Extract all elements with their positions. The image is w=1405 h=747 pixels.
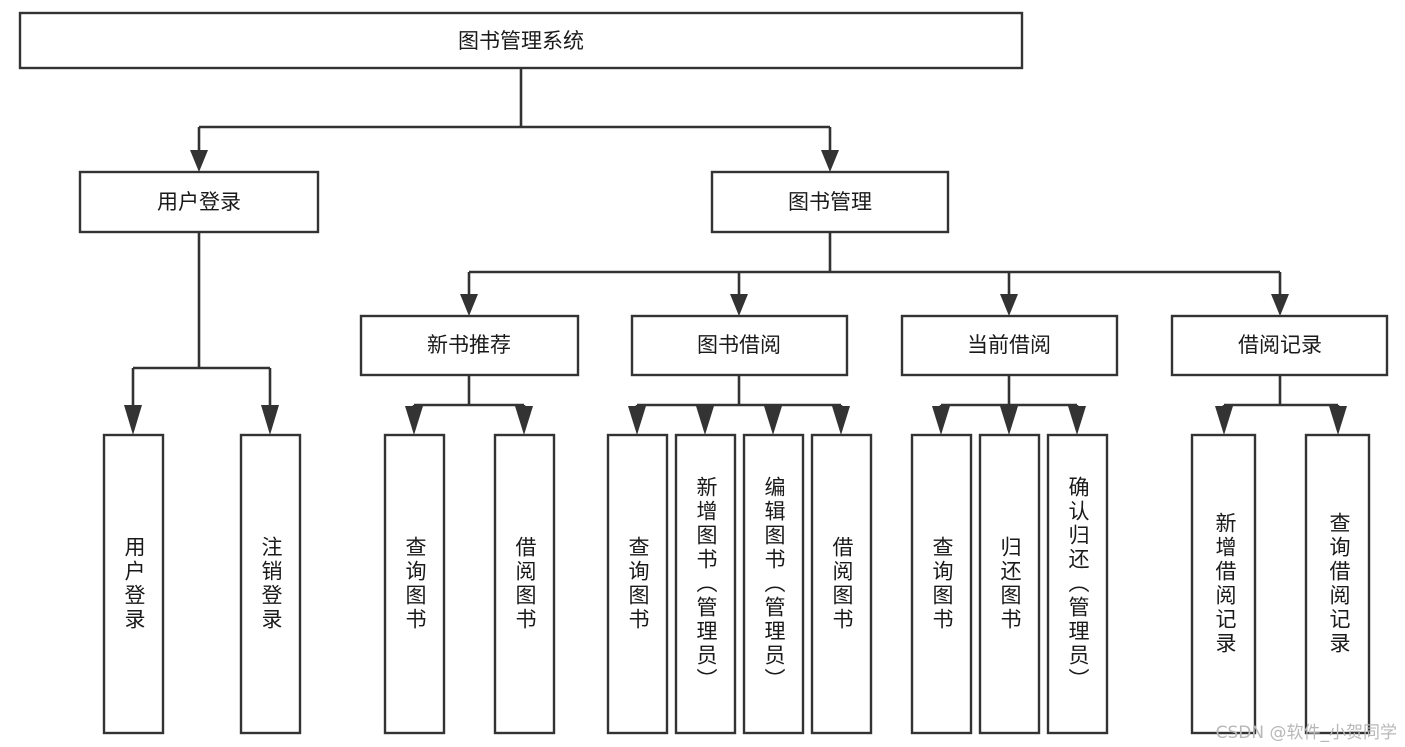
node-leaf-query-borrow-record-label: 查询借阅记录 <box>1327 512 1351 656</box>
node-new-book-recommend[interactable]: 新书推荐 <box>359 314 580 377</box>
node-leaf-query-book-1-label: 查询图书 <box>403 536 427 632</box>
node-leaf-return-book[interactable]: 归还图书 <box>978 433 1041 735</box>
node-root-label: 图书管理系统 <box>458 29 584 53</box>
arrowhead-leaf-return-book <box>1000 406 1018 435</box>
node-leaf-add-book-admin-box[interactable] <box>674 433 737 735</box>
node-user-login-label: 用户登录 <box>157 190 241 214</box>
node-leaf-add-borrow-record-label: 新增借阅记录 <box>1213 512 1237 656</box>
arrowhead-leaf-confirm-return <box>1068 406 1086 435</box>
node-book-borrow-label: 图书借阅 <box>697 333 781 357</box>
node-leaf-query-book-2-box[interactable] <box>606 433 669 735</box>
node-borrow-record-label: 借阅记录 <box>1238 333 1322 357</box>
arrowhead-leaf-borrow-book-2 <box>832 406 850 435</box>
node-leaf-add-book-admin-label: 新增图书（管理员） <box>694 476 718 692</box>
node-leaf-user-login-label: 用户登录 <box>122 536 146 632</box>
node-book-manage[interactable]: 图书管理 <box>710 170 950 234</box>
arrowhead-book-manage <box>821 150 839 172</box>
arrowhead-leaf-edit-book-admin <box>764 406 782 435</box>
arrowhead-leaf-add-borrow-record <box>1215 406 1233 435</box>
node-leaf-return-book-label: 归还图书 <box>998 536 1022 632</box>
node-leaf-query-book-3-box[interactable] <box>910 433 973 735</box>
node-leaf-confirm-return-admin[interactable]: 确认归还（管理员） <box>1046 433 1109 735</box>
node-book-manage-box[interactable] <box>710 170 950 234</box>
arrowhead-leaf-query-book-1 <box>405 406 423 435</box>
node-leaf-logout-login[interactable]: 注销登录 <box>239 433 302 735</box>
node-leaf-borrow-book-2-box[interactable] <box>810 433 873 735</box>
node-book-borrow-box[interactable] <box>630 314 849 377</box>
arrowhead-leaf-add-book-admin <box>696 406 714 435</box>
arrowhead-current-borrow <box>1000 294 1018 316</box>
node-leaf-edit-book-admin-box[interactable] <box>742 433 805 735</box>
node-current-borrow-box[interactable] <box>900 314 1119 377</box>
node-leaf-borrow-book-1-box[interactable] <box>493 433 556 735</box>
arrowhead-leaf-logout-login <box>261 405 279 435</box>
arrowhead-borrow-record <box>1271 294 1289 316</box>
node-book-borrow[interactable]: 图书借阅 <box>630 314 849 377</box>
node-leaf-query-book-2-label: 查询图书 <box>626 536 650 632</box>
node-leaf-query-borrow-record[interactable]: 查询借阅记录 <box>1304 433 1371 735</box>
node-book-manage-label: 图书管理 <box>788 190 872 214</box>
node-current-borrow[interactable]: 当前借阅 <box>900 314 1119 377</box>
arrowhead-book-borrow <box>730 294 748 316</box>
node-leaf-user-login-box[interactable] <box>102 433 165 735</box>
node-leaf-confirm-return-admin-label: 确认归还（管理员） <box>1066 476 1090 692</box>
node-user-login[interactable]: 用户登录 <box>78 170 320 234</box>
node-borrow-record[interactable]: 借阅记录 <box>1170 314 1389 377</box>
node-leaf-borrow-book-1[interactable]: 借阅图书 <box>493 433 556 735</box>
node-leaf-edit-book-admin-label: 编辑图书（管理员） <box>762 476 786 692</box>
node-leaf-query-borrow-record-box[interactable] <box>1304 433 1371 735</box>
node-leaf-query-book-1-box[interactable] <box>383 433 446 735</box>
node-leaf-add-borrow-record[interactable]: 新增借阅记录 <box>1190 433 1257 735</box>
arrowhead-new-book <box>460 294 478 316</box>
node-leaf-query-book-3-label: 查询图书 <box>930 536 954 632</box>
node-root[interactable]: 图书管理系统 <box>18 11 1024 70</box>
node-leaf-user-login[interactable]: 用户登录 <box>102 433 165 735</box>
node-leaf-query-book-3[interactable]: 查询图书 <box>910 433 973 735</box>
node-leaf-borrow-book-2-label: 借阅图书 <box>830 536 854 632</box>
node-leaf-return-book-box[interactable] <box>978 433 1041 735</box>
node-new-book-recommend-label: 新书推荐 <box>427 333 511 357</box>
node-current-borrow-label: 当前借阅 <box>967 333 1051 357</box>
node-user-login-box[interactable] <box>78 170 320 234</box>
arrowhead-leaf-user-login <box>124 405 142 435</box>
arrowhead-user-login <box>190 150 208 172</box>
node-leaf-logout-login-label: 注销登录 <box>259 536 283 632</box>
node-leaf-logout-login-box[interactable] <box>239 433 302 735</box>
node-leaf-edit-book-admin[interactable]: 编辑图书（管理员） <box>742 433 805 735</box>
node-leaf-query-book-1[interactable]: 查询图书 <box>383 433 446 735</box>
connector-layer <box>124 68 1347 435</box>
node-leaf-borrow-book-2[interactable]: 借阅图书 <box>810 433 873 735</box>
csdn-watermark: CSDN @软件_小贺同学 <box>1215 723 1397 743</box>
node-leaf-query-book-2[interactable]: 查询图书 <box>606 433 669 735</box>
node-leaf-borrow-book-1-label: 借阅图书 <box>513 536 537 632</box>
arrowhead-leaf-query-borrow-record <box>1329 406 1347 435</box>
node-leaf-add-book-admin[interactable]: 新增图书（管理员） <box>674 433 737 735</box>
arrowhead-leaf-query-book-3 <box>932 406 950 435</box>
node-borrow-record-box[interactable] <box>1170 314 1389 377</box>
node-new-book-recommend-box[interactable] <box>359 314 580 377</box>
arrowhead-leaf-query-book-2 <box>628 406 646 435</box>
node-root-box[interactable] <box>18 11 1024 70</box>
arrowhead-leaf-borrow-book-1 <box>515 406 533 435</box>
node-leaf-add-borrow-record-box[interactable] <box>1190 433 1257 735</box>
node-leaf-confirm-return-admin-box[interactable] <box>1046 433 1109 735</box>
